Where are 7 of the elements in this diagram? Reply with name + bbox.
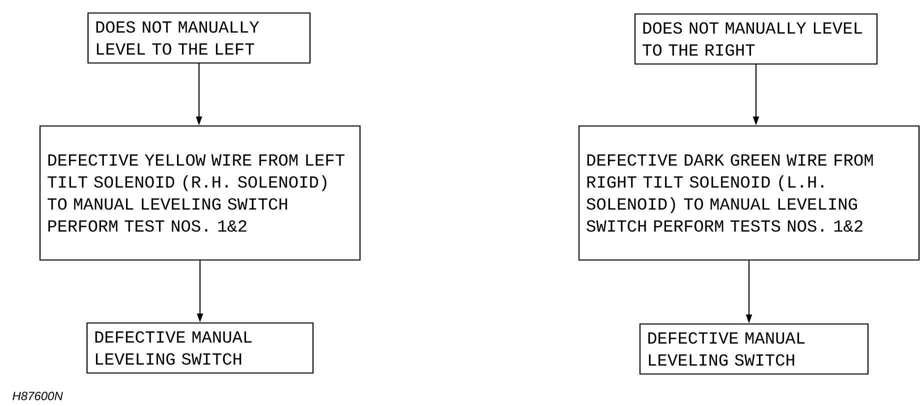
process-box: DEFECTIVE MANUAL LEVELING SWITCH — [639, 323, 869, 375]
figure-number: H87600N — [12, 392, 63, 400]
process-box: DEFECTIVE DARK GREEN WIRE FROM RIGHT TILT SOLENOID (L.H. SOLENOID) TO MANUAL LEVELING SWITCH PERFORM TESTS NOS. 1&2 — [578, 125, 920, 261]
process-box: DEFECTIVE YELLOW WIRE FROM LEFT TILT SOLENOID (R.H. SOLENOID) TO MANUAL LEVELING SWITCH PERFORM TEST NOS. 1&2 — [39, 125, 361, 261]
process-box: DOES NOT MANUALLY LEVEL TO THE LEFT — [87, 12, 311, 64]
process-box: DEFECTIVE MANUAL LEVELING SWITCH — [86, 322, 314, 374]
process-box: DOES NOT MANUALLY LEVEL TO THE RIGHT — [634, 13, 878, 65]
